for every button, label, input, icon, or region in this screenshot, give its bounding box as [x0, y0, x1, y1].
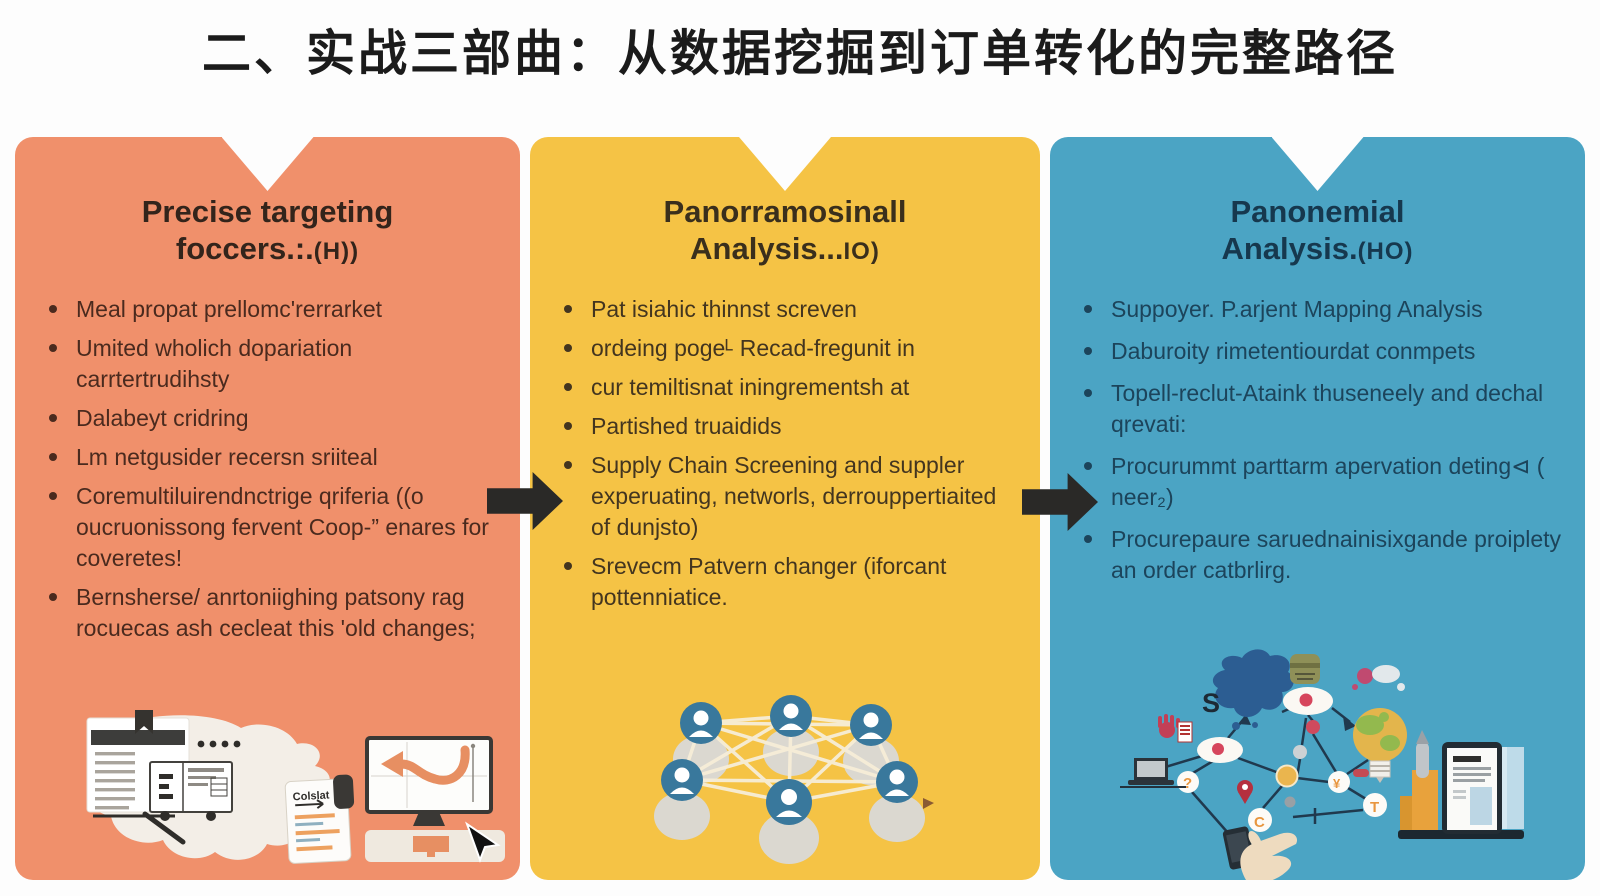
bullet-item: Partished truaidids — [564, 411, 1020, 442]
panel-precise-targeting: Precise targeting foccers.:.(H)) Meal pr… — [15, 137, 520, 880]
browser-window-icon — [86, 710, 190, 813]
panel-notch — [221, 137, 314, 191]
jar-icon — [1290, 654, 1320, 684]
bullet-dot — [1084, 305, 1092, 313]
panel1-bullet-list: Meal propat prellomc'rerrarket Umited wh… — [15, 294, 520, 644]
panel2-heading-line1: Panorramosinall — [663, 194, 907, 229]
bullet-dot — [564, 383, 572, 391]
bullet-dot — [564, 344, 572, 352]
red-pill-icon — [1353, 769, 1369, 777]
bullet-item: Lm netgusider recersn sriiteal — [49, 442, 500, 473]
question-node-icon: ? — [1177, 771, 1199, 793]
bullet-item: Topell-reclut-Ataink thuseneely and dech… — [1084, 378, 1565, 440]
map-pin-icon — [1237, 780, 1253, 804]
bullet-dot — [564, 562, 572, 570]
bullet-item: Procurepaure saruednainisixgande proiple… — [1084, 524, 1565, 586]
bullet-item: Daburoity rimetentiourdat conmpets — [1084, 336, 1565, 367]
bullet-dot — [1084, 462, 1092, 470]
pink-node-icon — [1357, 668, 1373, 684]
keyboard-icon — [365, 830, 505, 862]
panel2-illustration — [654, 695, 934, 864]
cloud-node-icon — [1197, 737, 1243, 763]
bullet-item: Srevecm Patvern changer (iforcant potten… — [564, 551, 1020, 613]
hand-icon — [1158, 714, 1180, 738]
c-node-icon: C — [1248, 808, 1272, 832]
bullet-item: Meal propat prellomc'rerrarket — [49, 294, 500, 325]
booklet-icon — [1177, 721, 1193, 743]
bullet-item: Procurummt parttarm apervation deting⊲ (… — [1084, 451, 1565, 513]
yen-node-icon: ¥ — [1328, 771, 1350, 793]
hand-phone-icon — [1222, 826, 1297, 880]
cursor-icon — [465, 821, 501, 863]
panel3-bullet-list: Suppoyer. P.arjent Mapping Analysis Dabu… — [1050, 294, 1585, 586]
bullet-dot — [564, 422, 572, 430]
laptop-icon — [1120, 758, 1186, 788]
panel-panoramic-analysis: Panorramosinall Analysis...IO) Pat isiah… — [530, 137, 1040, 880]
panel1-heading: Precise targeting foccers.:.(H)) — [15, 193, 520, 270]
map-silhouette-icon — [86, 715, 330, 860]
red-node-icon — [1306, 720, 1320, 734]
avatar-network-icon — [654, 695, 934, 864]
bullet-dot — [49, 344, 57, 352]
panel3-heading-line1: Panonemial — [1230, 194, 1405, 229]
coin-node-icon — [1275, 764, 1299, 788]
menu-dots-icon — [197, 740, 241, 748]
bullet-dot — [1084, 389, 1092, 397]
panel2-bullet-list: Pat isiahic thinnst screven ordeing poge… — [530, 294, 1040, 613]
panel2-heading: Panorramosinall Analysis...IO) — [530, 193, 1040, 270]
svg-text:?: ? — [1183, 775, 1192, 792]
bullet-item: Pat isiahic thinnst screven — [564, 294, 1020, 325]
cloud-icon — [1372, 665, 1400, 683]
mindmap-lines — [1161, 702, 1369, 843]
bullet-item: Suppoyer. P.arjent Mapping Analysis — [1084, 294, 1565, 325]
avatar-icon — [661, 695, 918, 825]
bullet-item: Coremultiluirendnctrige qriferia ((o ouc… — [49, 481, 500, 574]
svg-text:Colslat: Colslat — [292, 789, 330, 803]
panel1-heading-line1: Precise targeting — [141, 194, 394, 229]
clipboard-icon: Colslat — [284, 774, 355, 864]
panel3-illustration: S — [1120, 649, 1524, 880]
cloud-node-icon — [1283, 687, 1333, 715]
tablet-document-icon — [1398, 730, 1524, 839]
panel3-heading: Panonemial Analysis.(HO) — [1050, 193, 1585, 270]
page-title: 二、实战三部曲：从数据挖掘到订单转化的完整路径 — [201, 27, 1398, 81]
bullet-dot — [49, 414, 57, 422]
bullet-dot — [49, 453, 57, 461]
world-map-icon — [1212, 649, 1294, 717]
bullet-item: Umited wholich dopariation carrtertrudih… — [49, 333, 500, 395]
monitor-chart-icon — [365, 736, 493, 826]
panel-panoramic-mapping: Panonemial Analysis.(HO) Suppoyer. P.arj… — [1050, 137, 1585, 880]
lightbulb-globe-icon — [1353, 708, 1407, 783]
panel1-heading-line2: foccers.:.(H)) — [175, 231, 360, 266]
bullet-item: Bernsherse/ anrtoniighing patsony rag ro… — [49, 582, 500, 644]
bullet-dot — [564, 305, 572, 313]
panel-notch — [739, 137, 831, 191]
panel-notch — [1271, 137, 1364, 191]
svg-text:¥: ¥ — [1333, 776, 1341, 791]
bullet-item: Dalabeyt cridring — [49, 403, 500, 434]
svg-text:T: T — [1370, 799, 1379, 816]
bullet-dot — [49, 593, 57, 601]
bullet-dot — [1084, 347, 1092, 355]
bullet-item: ordeing pogeᴸ Recad-fregunit in — [564, 333, 1020, 364]
svg-text:C: C — [1254, 814, 1265, 831]
t-node-icon: T — [1363, 793, 1387, 817]
bullet-dot — [1084, 535, 1092, 543]
panel1-illustration: Colslat — [86, 710, 505, 864]
popup-window-icon — [93, 761, 233, 845]
bullet-item: Supply Chain Screening and suppler exper… — [564, 450, 1020, 543]
bullet-item: cur temiltisnat iningrementsh at — [564, 372, 1020, 403]
bullet-dot — [564, 461, 572, 469]
bullet-dot — [49, 492, 57, 500]
bullet-dot — [49, 305, 57, 313]
map-letter: S — [1202, 688, 1220, 718]
gray-node-icon — [1293, 745, 1307, 759]
panel2-heading-line2: Analysis...IO) — [690, 231, 880, 266]
panel3-heading-line2: Analysis.(HO) — [1221, 231, 1414, 266]
